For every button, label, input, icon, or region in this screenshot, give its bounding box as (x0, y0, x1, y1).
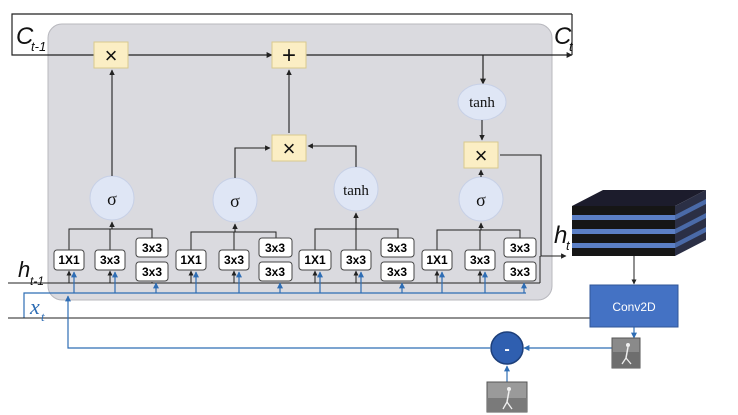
conv-3x3-box: 3x3 (218, 249, 250, 271)
label-c-next: C t (554, 23, 574, 54)
svg-text:3x3: 3x3 (510, 241, 530, 255)
input-xt-line (23, 271, 527, 318)
gate-arrows (109, 69, 567, 259)
svg-text:t: t (41, 309, 45, 324)
cell-panel (47, 23, 553, 301)
forget-multiply-op: × (93, 41, 129, 69)
conv-group-bars (68, 228, 521, 250)
svg-text:h: h (18, 257, 30, 282)
svg-text:3x3: 3x3 (470, 253, 490, 267)
conv-1x1-box: 1X1 (421, 249, 453, 271)
svg-text:×: × (475, 143, 488, 168)
conv-group-output: 1X1 3x3 3x3 3x3 (421, 237, 537, 282)
svg-text:C: C (554, 23, 572, 50)
conv-3x3-box: 3x3 (258, 261, 293, 282)
svg-text:×: × (283, 136, 296, 161)
subtract-op: - (490, 331, 524, 365)
svg-text:t: t (569, 39, 574, 54)
ht-feature-stack (572, 190, 706, 285)
svg-text:3x3: 3x3 (346, 253, 366, 267)
svg-text:×: × (105, 43, 118, 68)
svg-text:Conv2D: Conv2D (612, 300, 656, 314)
svg-text:σ: σ (107, 189, 117, 209)
svg-text:t: t (566, 238, 571, 253)
conv-3x3-box: 3x3 (503, 261, 537, 282)
input-gate-sigmoid: σ (212, 177, 258, 223)
svg-text:C: C (16, 23, 34, 50)
difference-loop-line (65, 295, 637, 382)
svg-text:1X1: 1X1 (304, 253, 326, 267)
conv-3x3-box: 3x3 (135, 261, 169, 282)
svg-text:1X1: 1X1 (58, 253, 80, 267)
svg-text:1X1: 1X1 (426, 253, 448, 267)
svg-text:3x3: 3x3 (387, 241, 407, 255)
label-c-prev: C t-1 (16, 23, 46, 54)
conv-3x3-box: 3x3 (340, 249, 372, 271)
svg-text:3x3: 3x3 (224, 253, 244, 267)
label-h-out: h t (554, 222, 571, 253)
label-x-input: x t (29, 294, 45, 324)
svg-text:3x3: 3x3 (387, 265, 407, 279)
conv-3x3-box: 3x3 (94, 249, 126, 271)
svg-text:σ: σ (476, 190, 486, 210)
hidden-state-input-line (8, 270, 540, 284)
svg-text:1X1: 1X1 (180, 253, 202, 267)
svg-text:x: x (29, 294, 40, 319)
output-multiply-op: × (463, 141, 499, 169)
conv-1x1-box: 1X1 (298, 249, 332, 271)
cell-state-line (11, 13, 573, 85)
conv-group-input: 1X1 3x3 3x3 3x3 (175, 237, 293, 282)
svg-text:h: h (554, 222, 567, 249)
conv-3x3-box: 3x3 (380, 237, 415, 258)
conv-3x3-box: 3x3 (258, 237, 293, 258)
svg-text:3x3: 3x3 (510, 265, 530, 279)
conv-3x3-box: 3x3 (135, 237, 169, 258)
svg-text:tanh: tanh (469, 95, 495, 111)
cell-tanh: tanh (457, 83, 507, 121)
svg-text:3x3: 3x3 (265, 265, 285, 279)
svg-text:σ: σ (230, 191, 240, 211)
svg-text:t-1: t-1 (30, 274, 44, 288)
conv-3x3-box: 3x3 (503, 237, 537, 258)
svg-text:3x3: 3x3 (142, 265, 162, 279)
conv-group-candidate: 1X1 3x3 3x3 3x3 (298, 237, 415, 282)
svg-text:-: - (504, 341, 509, 358)
frame-thumbnail-current (611, 337, 641, 369)
frame-thumbnail-next (486, 381, 528, 413)
conv2d-block: Conv2D (589, 284, 679, 328)
conv-1x1-box: 1X1 (175, 249, 207, 271)
conv-3x3-box: 3x3 (380, 261, 415, 282)
conv2d-feedback-line (8, 256, 590, 319)
svg-text:3x3: 3x3 (265, 241, 285, 255)
input-multiply-op: × (271, 134, 307, 162)
conv-1x1-box: 1X1 (53, 249, 85, 271)
label-h-prev: h t-1 (18, 257, 44, 288)
svg-text:t-1: t-1 (31, 39, 46, 54)
svg-text:tanh: tanh (343, 183, 369, 199)
output-gate-sigmoid: σ (458, 176, 504, 222)
conv-group-forget: 1X1 3x3 3x3 3x3 (53, 237, 169, 282)
conv-3x3-box: 3x3 (464, 249, 496, 271)
svg-text:3x3: 3x3 (100, 253, 120, 267)
forget-gate-sigmoid: σ (89, 175, 135, 221)
svg-text:3x3: 3x3 (142, 241, 162, 255)
cell-add-op: + (271, 41, 307, 69)
svg-text:+: + (282, 42, 296, 69)
candidate-tanh: tanh (333, 166, 379, 212)
